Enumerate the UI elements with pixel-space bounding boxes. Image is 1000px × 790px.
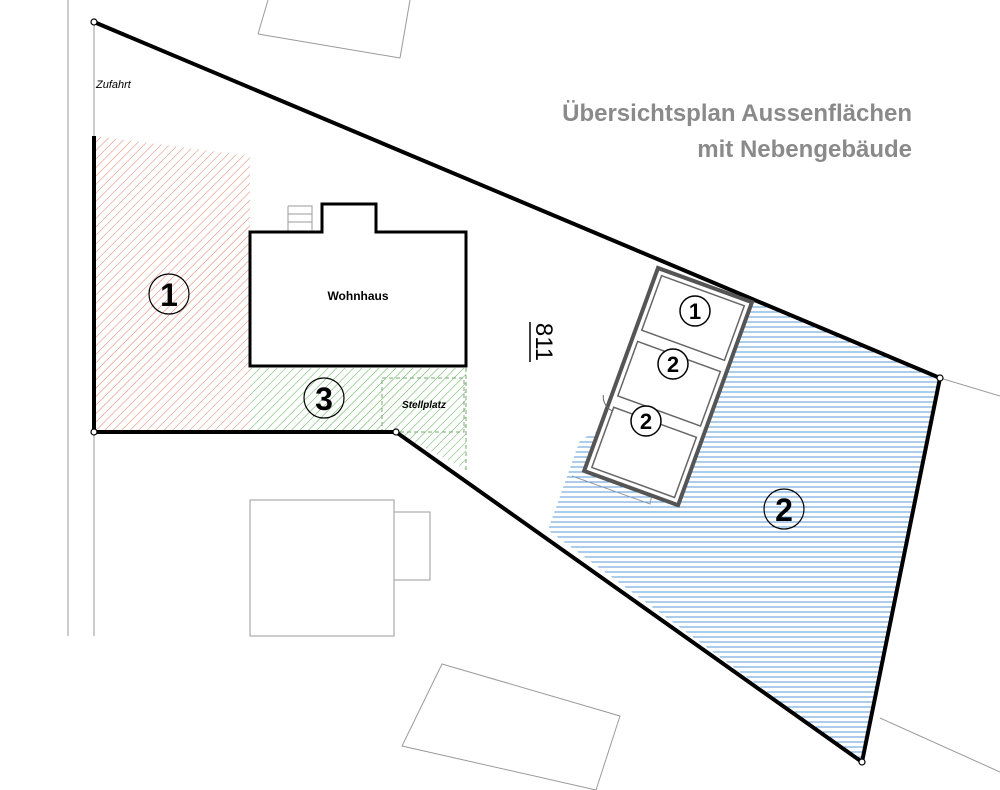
plan-title-line1: Übersichtsplan Aussenflächen	[562, 100, 912, 127]
neighbour-building-south	[249, 499, 395, 637]
stair-outline	[288, 205, 313, 230]
neighbour-building-top	[257, 0, 269, 35]
neighbour-building-top-2	[399, 0, 411, 59]
residential-building	[248, 202, 468, 368]
property-boundary	[92, 20, 942, 764]
room-number: 2	[640, 409, 652, 434]
house-label: Wohnhaus	[327, 289, 388, 303]
parcel-line-east	[939, 377, 1000, 397]
parcel-number: 811	[529, 322, 557, 362]
parcel-number-text: 811	[530, 323, 557, 361]
parking-label: Stellplatz	[402, 400, 446, 411]
area-markers: 1 3 2	[148, 273, 805, 530]
area-marker-west: 1	[160, 277, 178, 313]
area-west-hatch	[94, 136, 250, 432]
room-number: 1	[689, 299, 701, 324]
neighbour-building-southeast	[401, 663, 621, 790]
boundary-corner-markers	[90, 18, 944, 766]
outbuilding-room-markers: 1 2 2	[630, 295, 711, 437]
plan-title-line2: mit Nebengebäude	[697, 136, 912, 163]
parcel-line-southeast	[879, 717, 1000, 773]
room-number: 2	[667, 352, 679, 377]
parking-space	[381, 377, 465, 433]
area-east-hatch	[548, 300, 940, 762]
area-marker-south: 3	[315, 381, 333, 417]
area-south-hatch	[250, 368, 466, 470]
neighbour-annex-south	[393, 511, 431, 581]
area-marker-east: 2	[775, 492, 793, 528]
access-label: Zufahrt	[95, 79, 132, 91]
